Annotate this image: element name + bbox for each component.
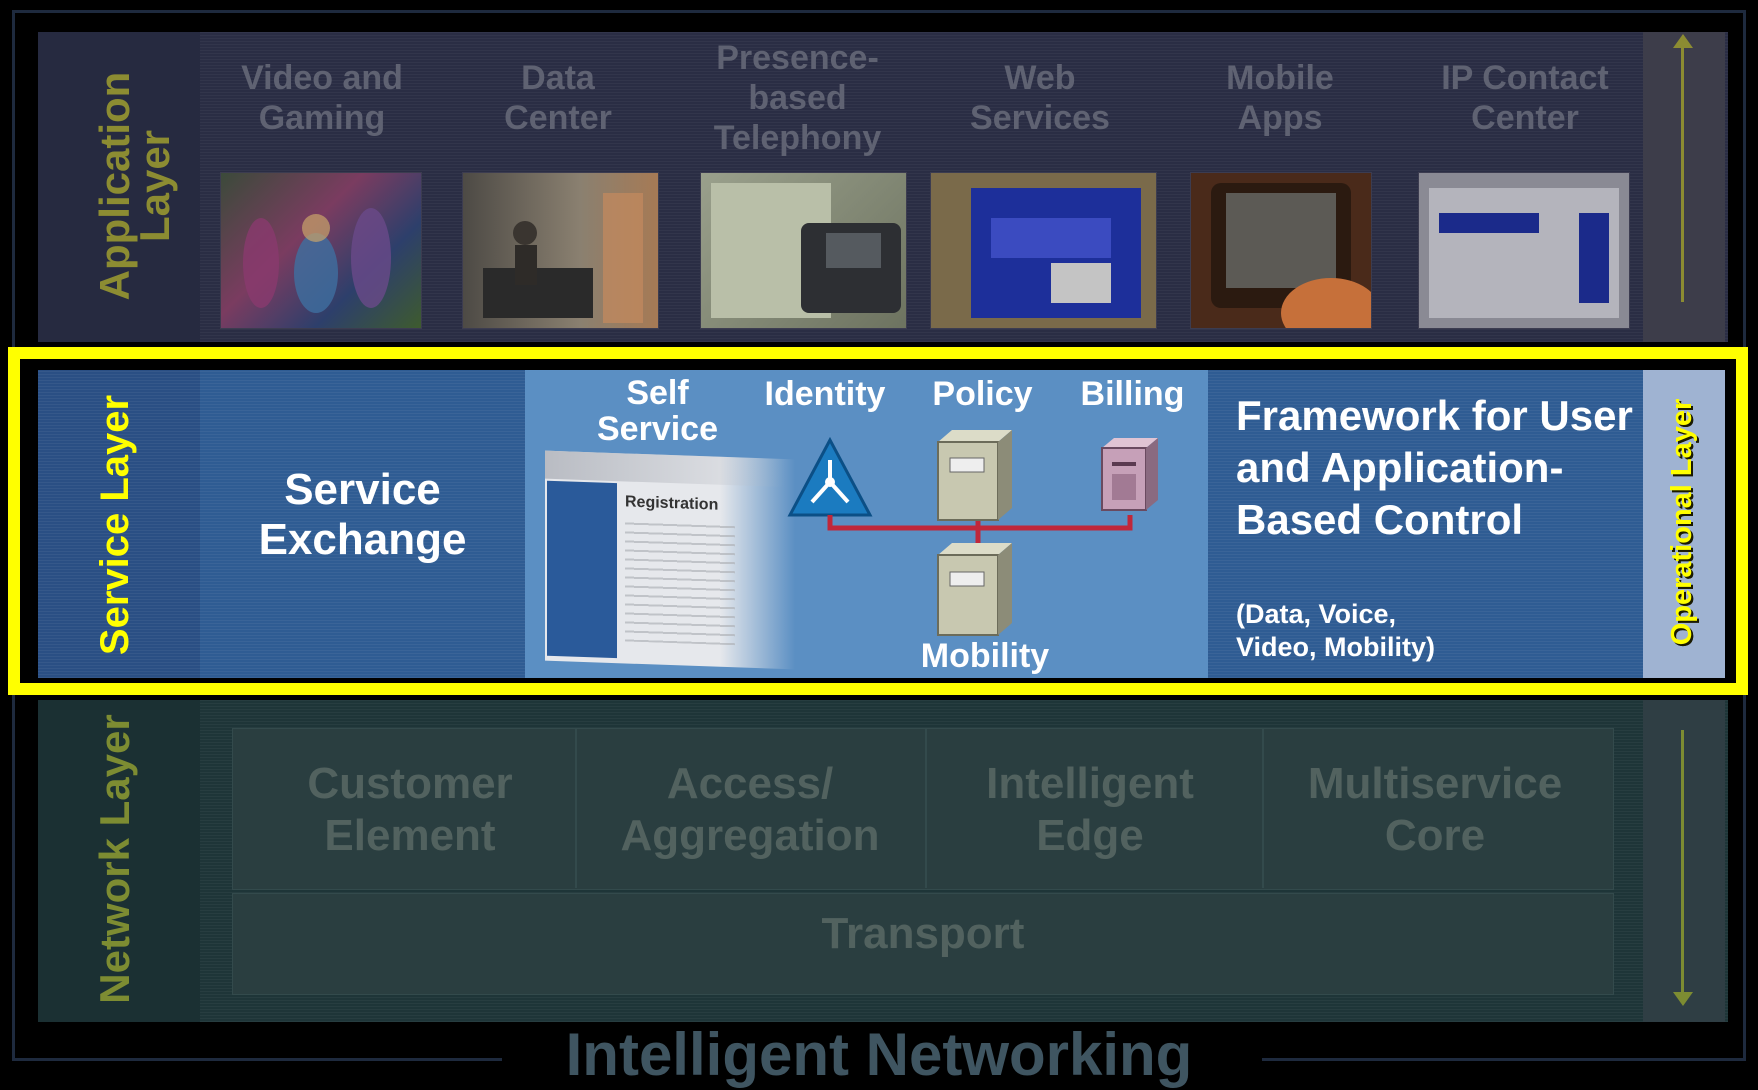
connector-lines (827, 515, 1133, 545)
registration-sidebar (547, 480, 617, 659)
application-layer-label-column: Application Layer (38, 32, 200, 342)
service-exchange-title: Service Exchange (258, 465, 467, 564)
app-title-mobile-apps: Mobile Apps (1226, 59, 1334, 137)
frame-bottom-right-line (1262, 1058, 1746, 1061)
network-layer-label: Network Layer (91, 714, 138, 1004)
operational-arrow-down (1681, 730, 1684, 995)
network-customer-element: Customer Element (307, 759, 513, 860)
policy-server-icon (937, 430, 1012, 521)
video-gaming-image (220, 172, 422, 329)
frame-bottom-left-line (12, 1058, 502, 1061)
operational-layer-column: Operational Layer Operational Layer (1643, 370, 1725, 678)
frame-top-line (12, 10, 1746, 13)
app-title-presence-telephony: Presence-based Telephony (713, 39, 882, 157)
operational-strip-bottom (1643, 700, 1725, 1022)
service-components-graph (787, 430, 1158, 636)
arrow-down-head-icon (1673, 992, 1693, 1006)
web-services-image (930, 172, 1157, 329)
telephony-image (700, 172, 907, 329)
operational-arrow-up (1681, 40, 1684, 302)
app-title-web-services: Web Services (970, 59, 1110, 137)
arrow-up-head-icon (1673, 34, 1693, 48)
service-layer-label-column: Service Layer (38, 370, 200, 678)
registration-screenshot: Registration (545, 450, 795, 670)
network-multiservice-core: Multiservice Core (1307, 759, 1563, 860)
identity-triangle-icon (787, 436, 873, 517)
policy-label: Policy (932, 375, 1033, 413)
contact-center-screen-icon (1429, 188, 1619, 318)
web-browser-icon (971, 188, 1141, 318)
network-transport-label: Transport (821, 909, 1025, 958)
mobile-device-icon (1211, 183, 1371, 328)
gaming-characters-icon (243, 208, 391, 313)
operational-strip-top (1643, 32, 1725, 342)
network-divider-3 (1262, 728, 1264, 888)
mobile-apps-image (1190, 172, 1372, 329)
data-center-image (462, 172, 659, 329)
data-center-person-icon (483, 193, 643, 323)
diagram-title: Intelligent Networking (565, 1021, 1193, 1088)
billing-label: Billing (1080, 375, 1185, 413)
mobility-server-icon (937, 543, 1012, 636)
network-access-aggregation: Access/ Aggregation (620, 759, 880, 860)
application-layer-label: Application Layer (91, 71, 178, 301)
network-elements-row (232, 728, 1614, 890)
registration-text-lines (625, 521, 735, 646)
app-title-video-gaming: Video and Gaming (241, 59, 403, 137)
self-service-label: Self Service (597, 374, 718, 448)
service-layer-label: Service Layer (93, 394, 137, 656)
registration-screenshot-title: Registration (625, 493, 719, 514)
network-layer-label-column: Network Layer (38, 700, 200, 1022)
mobility-label: Mobility (920, 637, 1050, 675)
operational-layer-label-overlay: Operational Layer (1666, 398, 1698, 646)
ip-phone-icon (711, 183, 901, 318)
framework-column: Framework for User and Application-Based… (1208, 370, 1643, 678)
network-divider-2 (925, 728, 927, 888)
app-title-ip-contact-center: IP Contact Center (1441, 59, 1609, 137)
framework-title: Framework for User and Application-Based… (1236, 392, 1633, 543)
network-divider-1 (575, 728, 577, 888)
contact-center-image (1418, 172, 1630, 329)
network-transport-bar: Transport (232, 893, 1614, 995)
service-exchange-column: Service Exchange (200, 370, 525, 678)
app-title-data-center: Data Center (504, 59, 612, 137)
identity-label: Identity (764, 375, 886, 413)
billing-server-icon (1101, 438, 1158, 511)
framework-subtitle: (Data, Voice, Video, Mobility) (1236, 599, 1436, 662)
network-intelligent-edge: Intelligent Edge (986, 759, 1194, 860)
